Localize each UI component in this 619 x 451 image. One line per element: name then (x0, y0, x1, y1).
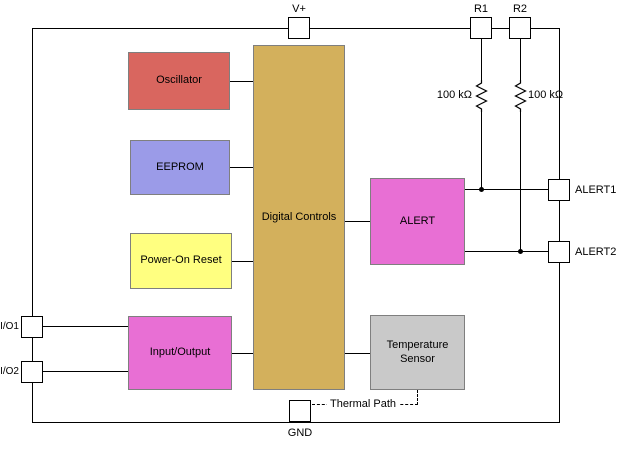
pin-label-io1: I/O1 (0, 321, 19, 332)
block-label: Power-On Reset (140, 254, 222, 267)
pin-label-r2: R2 (512, 3, 528, 15)
thermal-path-line (417, 390, 418, 405)
block-label: Input/Output (149, 346, 211, 359)
pin-r1 (470, 17, 492, 39)
wire (520, 39, 521, 80)
block-label: Oscillator (156, 74, 202, 87)
wire (481, 39, 482, 80)
block-label: ALERT (399, 214, 436, 227)
pin-alert1 (548, 179, 570, 201)
block-eeprom: EEPROM (130, 140, 230, 195)
pin-gnd (289, 400, 311, 422)
pin-label-gnd: GND (287, 427, 313, 439)
block-digital-controls: Digital Controls (253, 45, 345, 390)
wire (481, 112, 482, 189)
block-power-on-reset: Power-On Reset (130, 233, 232, 289)
wire (43, 326, 128, 327)
wire (232, 261, 253, 262)
pin-io1 (21, 316, 43, 338)
wire (345, 221, 370, 222)
pin-io2 (21, 361, 43, 383)
thermal-path-label: Thermal Path (327, 398, 400, 410)
pin-vplus (288, 17, 310, 39)
junction-dot (479, 187, 484, 192)
wire (465, 189, 553, 190)
pin-label-alert1: ALERT1 (575, 184, 617, 196)
resistor-value-label: 100 kΩ (436, 89, 472, 101)
wire (230, 167, 253, 168)
resistor-symbol (514, 80, 527, 112)
block-label: EEPROM (156, 160, 204, 173)
block-input-output: Input/Output (128, 316, 232, 390)
pin-alert2 (548, 241, 570, 263)
resistor-value-label: 100 kΩ (528, 89, 564, 101)
pin-r2 (509, 17, 531, 39)
resistor-symbol (475, 80, 488, 112)
block-temperature-sensor: Temperature Sensor (370, 315, 465, 390)
pin-label-vplus: V+ (292, 3, 306, 15)
pin-label-r1: R1 (473, 3, 489, 15)
wire (520, 112, 521, 251)
block-label: Temperature Sensor (386, 338, 449, 365)
pin-label-alert2: ALERT2 (575, 246, 617, 258)
block-oscillator: Oscillator (128, 52, 230, 110)
pin-label-io2: I/O2 (0, 366, 19, 377)
block-label: Digital Controls (261, 210, 337, 223)
wire (232, 353, 253, 354)
junction-dot (518, 249, 523, 254)
wire (43, 371, 128, 372)
block-alert: ALERT (370, 178, 465, 265)
wire (345, 353, 370, 354)
wire (465, 251, 553, 252)
wire (230, 81, 253, 82)
